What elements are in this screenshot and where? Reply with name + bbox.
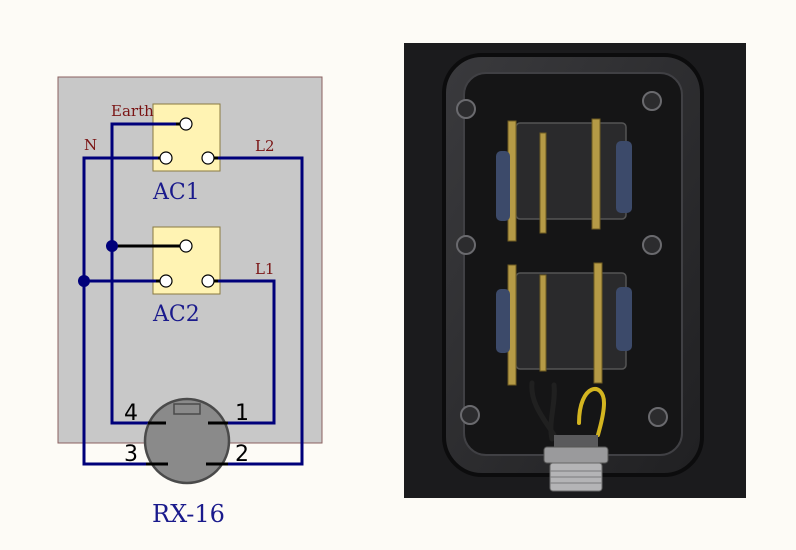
label-ac2: AC2 (152, 302, 200, 327)
label-l2: L2 (255, 137, 275, 155)
label-l1: L1 (255, 260, 275, 278)
rx16-connector (143, 397, 231, 485)
junction-earth (106, 240, 118, 252)
enclosure-photo-drawing (404, 43, 746, 498)
pin-2-label: 2 (235, 442, 249, 467)
label-ac1: AC1 (152, 180, 200, 205)
pin-1-label: 1 (235, 401, 249, 426)
pin-4-label: 4 (124, 401, 138, 426)
enclosure-photo (404, 43, 746, 498)
pin-3-label: 3 (124, 442, 138, 467)
label-rx16: RX-16 (152, 500, 225, 528)
junction-neutral (78, 275, 90, 287)
label-neutral: N (84, 136, 97, 154)
ac2-socket (112, 226, 256, 295)
label-earth: Earth (111, 102, 154, 120)
wires (82, 122, 304, 466)
wiring-schematic: Earth N L2 L1 AC1 AC2 RX-16 4 1 3 2 (57, 76, 323, 528)
